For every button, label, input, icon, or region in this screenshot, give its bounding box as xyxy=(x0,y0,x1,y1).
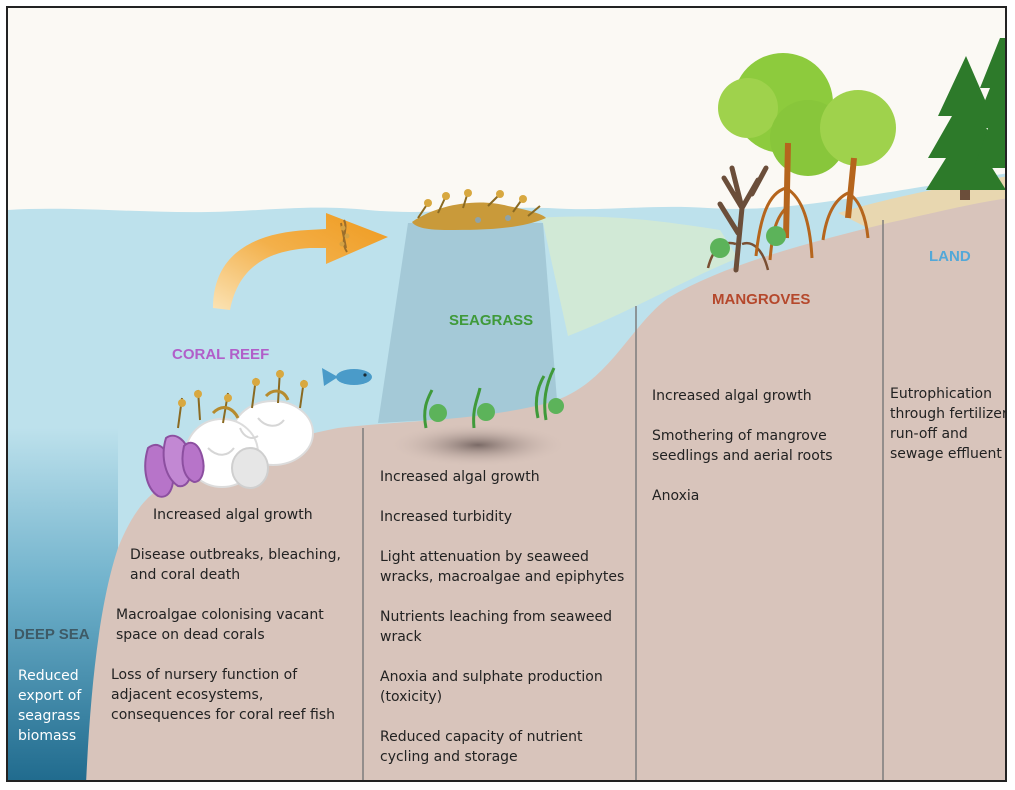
deep-sea-effects: Reduced export of seagrass biomass xyxy=(18,666,90,746)
label-deep-sea: DEEP SEA xyxy=(14,626,90,643)
coral-reef-effect: Macroalgae colonising vacant space on de… xyxy=(116,607,324,643)
fish-icon xyxy=(322,368,372,386)
sediment-shadow xyxy=(388,423,568,467)
seagrass-effect: Reduced capacity of nutrient cycling and… xyxy=(380,729,583,765)
seagrass-effect: Nutrients leaching from seaweed wrack xyxy=(380,609,613,645)
mangroves-effect: Increased algal growth xyxy=(652,388,812,404)
label-coral-reef: CORAL REEF xyxy=(172,346,270,363)
label-seagrass: SEAGRASS xyxy=(449,312,534,329)
seagrass-effect: Anoxia and sulphate production (toxicity… xyxy=(380,669,603,705)
seaweed-wrack-icon xyxy=(339,219,350,253)
seagrass-icon xyxy=(423,367,564,429)
mangroves-effect: Smothering of mangrove seedlings and aer… xyxy=(652,428,833,464)
seaweed-wrack-icon xyxy=(412,189,546,230)
land-effect: Eutrophication through fertilizer run-of… xyxy=(890,386,1007,462)
pine-tree-icon xyxy=(926,38,1005,200)
label-mangroves: MANGROVES xyxy=(712,291,811,308)
coral-reef-effect: Loss of nursery function of adjacent eco… xyxy=(111,667,336,723)
deep-sea-effect: Reduced export of seagrass biomass xyxy=(18,668,82,744)
mangrove-tree-icon xyxy=(718,53,896,261)
seagrass-effect: Increased algal growth xyxy=(380,469,540,485)
seabed xyxy=(86,198,1005,780)
shallow-green-zone xyxy=(538,216,738,336)
light-beam xyxy=(378,223,558,423)
seagrass-effect: Light attenuation by seaweed wracks, mac… xyxy=(380,549,625,585)
label-land: LAND xyxy=(929,248,971,265)
mangroves-effect: Anoxia xyxy=(652,488,700,504)
seagrass-effect: Increased turbidity xyxy=(380,509,513,525)
coastal-ecosystem-illustration xyxy=(8,8,1005,780)
diagram-frame: CORAL REEF SEAGRASS MANGROVES LAND DEEP … xyxy=(6,6,1007,782)
coral-icon xyxy=(144,369,314,498)
coral-reef-effect: Increased algal growth xyxy=(153,507,313,523)
coral-reef-effect: Disease outbreaks, bleaching, and coral … xyxy=(130,547,341,583)
